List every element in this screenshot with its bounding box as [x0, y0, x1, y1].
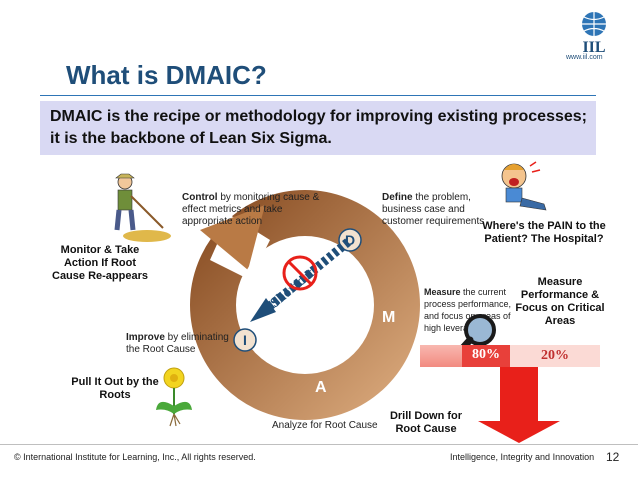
- title-rule: [40, 95, 596, 96]
- footer-rule: [0, 444, 638, 445]
- define-caption: Define the problem, business case and cu…: [382, 192, 485, 227]
- shortcut-arrow: [262, 238, 351, 314]
- logo-wordmark: IIL: [582, 39, 605, 56]
- footer-copyright: © International Institute for Learning, …: [14, 452, 256, 462]
- drill-down-arrow: [478, 367, 560, 443]
- control-caption: Control by monitoring cause & effect met…: [182, 192, 320, 227]
- improve-caption: Improve by eliminating the Root Cause: [126, 332, 229, 355]
- page-title: What is DMAIC?: [66, 60, 267, 90]
- control-letter: C: [258, 249, 270, 266]
- measure-letter: M: [382, 309, 395, 326]
- shortcut-arrow-head: [250, 298, 276, 322]
- page-number: 12: [606, 450, 620, 464]
- define-letter: D: [345, 232, 355, 248]
- cycle-arrow-head: [200, 205, 265, 270]
- pull-callout: Pull It Out by the Roots: [71, 376, 159, 401]
- no-shortcut-icon: [282, 255, 318, 291]
- analyze-letter: A: [315, 379, 327, 396]
- measure-caption: Measure the current process performance,…: [424, 287, 512, 333]
- iil-logo: IIL: [582, 12, 606, 56]
- pareto-left-value: 80%: [462, 345, 510, 367]
- cycle-ring: [190, 190, 420, 420]
- logo-url: www.iil.com: [566, 54, 603, 61]
- pareto-right-value: 20%: [510, 345, 600, 367]
- pain-callout: Where's the PAIN to the Patient? The Hos…: [482, 220, 606, 245]
- improve-marker: [233, 328, 257, 352]
- footer-tagline: Intelligence, Integrity and Innovation: [450, 452, 595, 462]
- improve-letter: I: [243, 332, 247, 348]
- dandelion-weed-icon: [156, 367, 192, 427]
- drill-callout: Drill Down for Root Cause: [389, 410, 463, 435]
- pareto-bar: 80% 20%: [420, 345, 600, 367]
- monitor-callout: Monitor & Take Action If Root Cause Re-a…: [52, 244, 148, 282]
- subtitle-box: [40, 101, 596, 155]
- dmaic-cycle-diagram: D I C M A Shortcut: [190, 190, 420, 420]
- analyze-caption: Analyze for Root Cause: [272, 420, 378, 431]
- subtitle: DMAIC is the recipe or methodology for i…: [50, 108, 587, 147]
- measure-focus-callout: Measure Performance & Focus on Critical …: [515, 276, 605, 327]
- define-marker: [338, 228, 362, 252]
- gardener-raking-icon: [114, 173, 171, 242]
- pareto-left-segment: [420, 345, 462, 367]
- hurt-patient-icon: [501, 161, 547, 211]
